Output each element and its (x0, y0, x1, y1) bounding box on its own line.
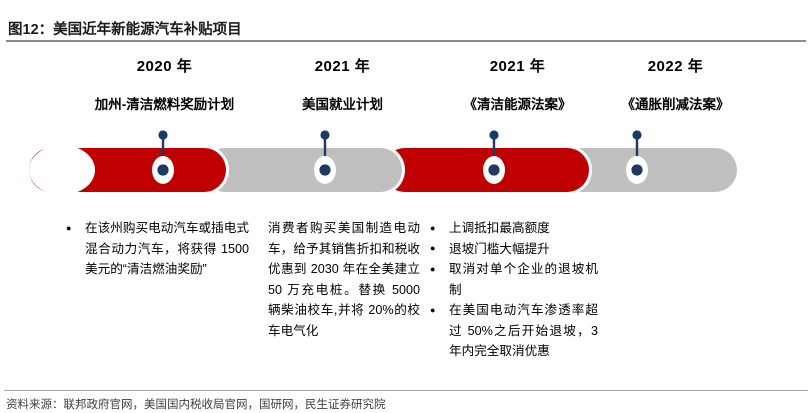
milestone-program-3: 《清洁能源法案》 (463, 97, 572, 112)
detail-item: 消费者购买美国制造电动车，给予其销售折扣和税收优惠到 2030 年在全美建立 5… (268, 221, 420, 338)
timeline-connector-1 (152, 130, 174, 184)
page-title: 图12：美国近年新能源汽车补贴项目 (8, 22, 242, 38)
detail-column-1: 在该州购买电动汽车或插电式混合动力汽车，将获得 1500 美元的“清洁燃油奖励” (66, 218, 249, 280)
timeline-marker-3 (488, 164, 500, 176)
milestone-year-3: 2021 年 (489, 58, 546, 75)
timeline-connector-4 (626, 130, 648, 184)
detail-column-3: 上调抵扣最高额度 退坡门槛大幅提升 取消对单个企业的退坡机制 在美国电动汽车渗透… (430, 218, 598, 362)
source-note: 资料来源：联邦政府官网，美国国内税收局官网，国研网，民生证券研究院 (6, 399, 386, 411)
timeline-connector-3 (483, 130, 505, 184)
timeline-marker-2 (319, 164, 331, 176)
milestone-program-2: 美国就业计划 (302, 97, 383, 112)
milestone-year-1: 2020 年 (136, 58, 193, 75)
milestone-program-1: 加州-清洁燃料奖励计划 (94, 97, 235, 112)
milestone-year-4: 2022 年 (647, 58, 704, 75)
detail-item: 取消对单个企业的退坡机制 (430, 259, 598, 300)
timeline-graphic (26, 130, 737, 195)
title-divider (6, 40, 806, 42)
detail-item: 退坡门槛大幅提升 (430, 238, 598, 260)
timeline-connector-2 (314, 130, 336, 184)
detail-column-2: 消费者购买美国制造电动车，给予其销售折扣和税收优惠到 2030 年在全美建立 5… (268, 218, 420, 341)
timeline-segment-2 (203, 148, 402, 192)
milestone-program-4: 《通胀削减法案》 (621, 97, 730, 112)
detail-item: 在美国电动汽车渗透率超过 50%之后开始退坡，3 年内完全取消优惠 (430, 300, 598, 362)
timeline-marker-1 (157, 164, 169, 176)
timeline-segment-1 (29, 148, 226, 192)
detail-item: 上调抵扣最高额度 (430, 218, 598, 239)
footer-divider (4, 390, 808, 391)
milestone-year-2: 2021 年 (314, 58, 371, 75)
timeline-segment-4 (560, 148, 737, 192)
detail-item: 在该州购买电动汽车或插电式混合动力汽车，将获得 1500 美元的“清洁燃油奖励” (66, 218, 249, 280)
timeline-marker-4 (631, 164, 643, 176)
